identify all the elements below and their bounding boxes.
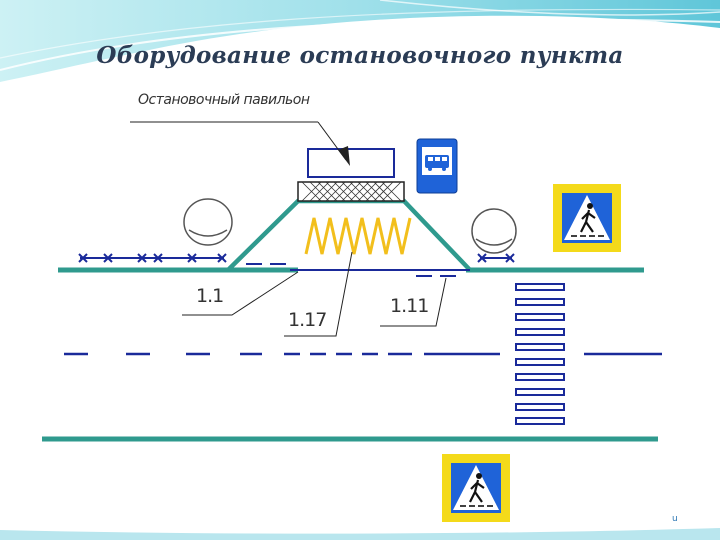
tree-left bbox=[183, 198, 233, 246]
marking-leader-1-11 bbox=[380, 277, 447, 327]
pavilion-label: Остановочный павильон bbox=[138, 92, 310, 108]
slide-number: u bbox=[672, 514, 678, 524]
pedestrian-crossing-sign-bottom bbox=[442, 454, 510, 522]
pedestrian-icon bbox=[580, 203, 596, 233]
pedestrian-crossing-sign-top bbox=[553, 184, 621, 252]
marking-1-17-zigzag bbox=[304, 217, 412, 255]
bus-stop-sign bbox=[416, 138, 458, 194]
fence-right bbox=[477, 253, 515, 263]
marking-label-1-17: 1.17 bbox=[288, 309, 326, 331]
pedestrian-crossing-zebra bbox=[515, 283, 565, 425]
marking-leader-1-1 bbox=[182, 271, 299, 316]
fence-left bbox=[78, 253, 227, 263]
pavilion-leader-arrowhead bbox=[338, 146, 350, 166]
bus-stop-diagram: Остановочный павильон bbox=[42, 92, 662, 522]
diagram-frame: Остановочный павильон bbox=[40, 90, 668, 526]
platform-hatch bbox=[301, 181, 402, 202]
pedestrian-icon bbox=[469, 473, 485, 503]
pavilion-roof bbox=[307, 148, 395, 178]
marking-label-1-1: 1.1 bbox=[196, 285, 223, 307]
marking-label-1-11: 1.11 bbox=[390, 295, 428, 317]
tree-right bbox=[471, 208, 517, 254]
marking-leader-1-17 bbox=[284, 251, 353, 337]
marking-1-11-dashes bbox=[246, 263, 456, 277]
bus-icon bbox=[425, 155, 449, 171]
slide-title: Оборудование остановочного пункта bbox=[96, 42, 624, 69]
